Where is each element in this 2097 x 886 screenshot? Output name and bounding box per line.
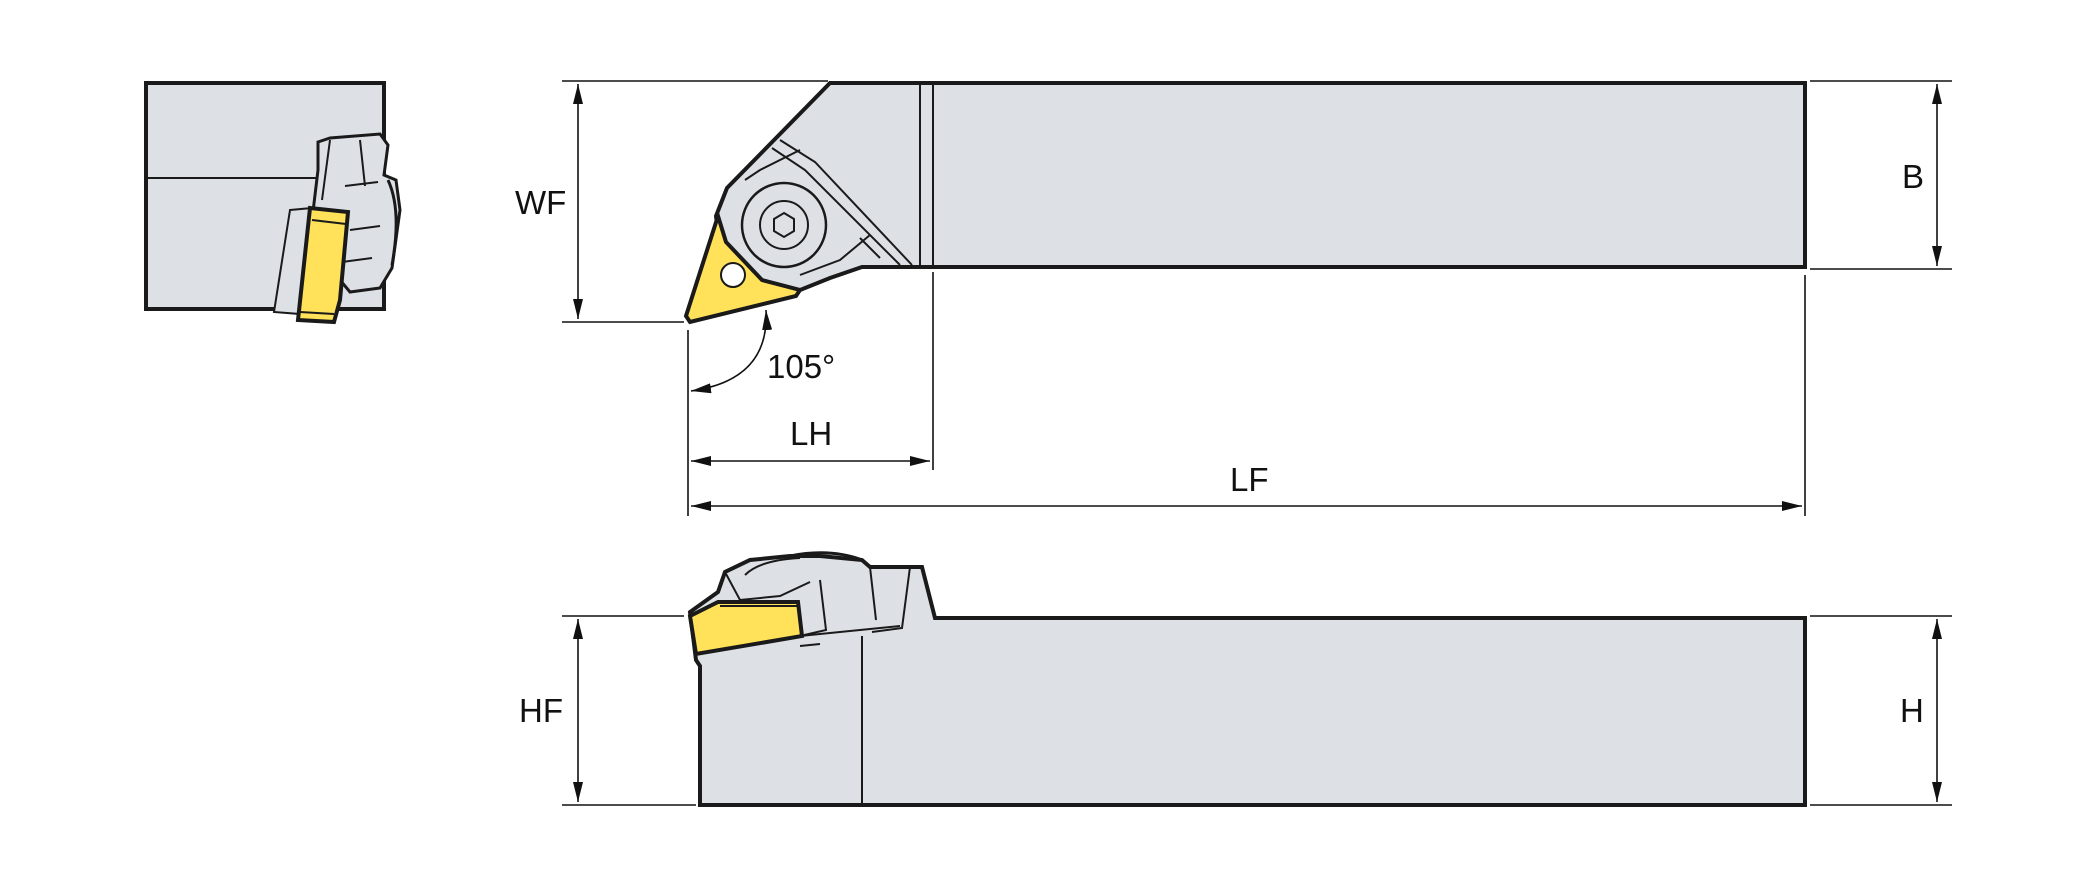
dimension-lines — [562, 80, 1952, 806]
top-view-shank — [713, 81, 1807, 299]
label-hf: HF — [519, 692, 563, 729]
angle-arc — [690, 309, 773, 394]
label-wf: WF — [515, 184, 566, 221]
dimension-labels: WF B 105° LH LF HF H — [510, 158, 1924, 732]
side-view-insert — [687, 600, 805, 657]
label-h: H — [1900, 692, 1924, 729]
insert-hole — [720, 262, 746, 288]
label-lh: LH — [790, 415, 832, 452]
end-view-insert — [295, 205, 351, 325]
side-view-shank — [687, 554, 1807, 807]
hex-socket-icon — [773, 211, 795, 239]
side-view — [687, 551, 1807, 807]
end-view-clamp-edge — [386, 179, 398, 266]
end-view — [144, 81, 402, 325]
label-lf: LF — [1230, 461, 1269, 498]
label-b: B — [1902, 158, 1924, 195]
label-angle: 105° — [767, 348, 835, 385]
top-view — [683, 81, 1807, 325]
